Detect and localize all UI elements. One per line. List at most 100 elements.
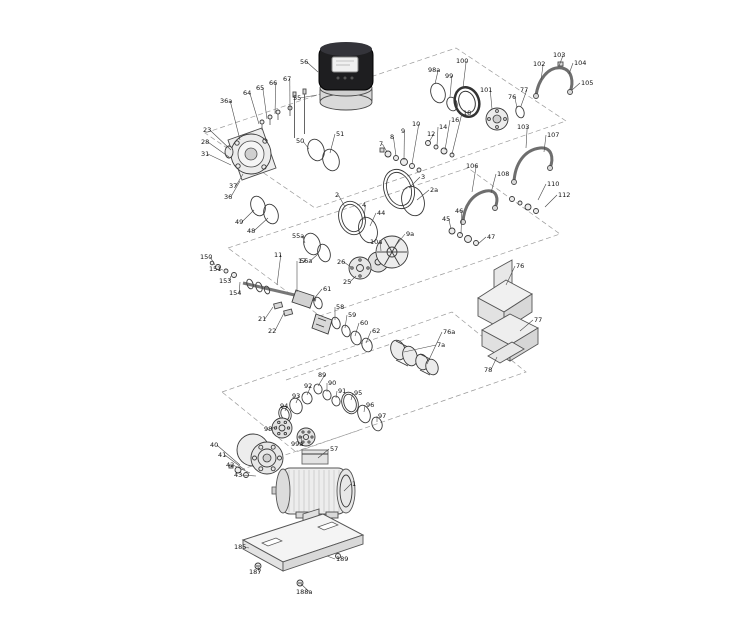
part-callout: 64 bbox=[243, 89, 251, 97]
leader-line bbox=[329, 133, 336, 154]
part-callout: 23 bbox=[203, 126, 211, 134]
leader-line bbox=[300, 583, 310, 593]
leader-line bbox=[270, 425, 278, 430]
leader-line bbox=[393, 136, 397, 157]
leader-line bbox=[300, 435, 303, 445]
part-callout: 106 bbox=[466, 162, 478, 170]
terminal-box bbox=[301, 449, 329, 465]
part-callout: 104 bbox=[574, 59, 586, 67]
part-callout: 98a bbox=[428, 66, 440, 74]
leader-line bbox=[436, 126, 439, 147]
part-callout: 2a bbox=[430, 186, 438, 194]
part-callout: 154 bbox=[229, 289, 241, 297]
leader-line bbox=[426, 331, 443, 365]
part-callout: 60 bbox=[360, 319, 368, 327]
leader-line bbox=[219, 268, 224, 271]
leader-line bbox=[216, 444, 241, 466]
leader-line bbox=[302, 140, 310, 150]
leader-line bbox=[274, 312, 285, 332]
leader-line bbox=[379, 241, 382, 252]
leader-line bbox=[540, 63, 544, 81]
leader-line bbox=[306, 61, 319, 73]
part-callout: 28 bbox=[201, 138, 209, 146]
part-callout: 58 bbox=[336, 303, 344, 311]
coupling-disc bbox=[367, 235, 409, 273]
part-callout: 41 bbox=[218, 451, 226, 459]
motor-flange bbox=[228, 433, 284, 478]
leader-line bbox=[309, 253, 319, 262]
part-callout: 7a bbox=[437, 341, 445, 349]
part-callout: 18 bbox=[463, 109, 471, 117]
part-callout: 107 bbox=[547, 131, 559, 139]
part-callout: 56a bbox=[300, 257, 312, 265]
part-callout: 96 bbox=[366, 401, 374, 409]
part-callout: 11 bbox=[274, 251, 282, 259]
leader-line bbox=[408, 176, 421, 189]
part-callout: 46 bbox=[455, 207, 463, 215]
part-callout: 50 bbox=[296, 137, 304, 145]
leader-line bbox=[434, 69, 439, 85]
leader-line bbox=[568, 62, 574, 75]
leader-line bbox=[490, 173, 497, 194]
part-callout: 14 bbox=[439, 123, 447, 131]
screw-set bbox=[259, 105, 293, 130]
part-callout: 91 bbox=[338, 387, 346, 395]
leader-line bbox=[249, 92, 260, 125]
fitting-stack-d bbox=[509, 196, 539, 214]
leader-line bbox=[382, 143, 388, 153]
shaft-sleeve bbox=[390, 339, 418, 367]
leader-line bbox=[274, 82, 277, 115]
part-callout: 40 bbox=[210, 441, 218, 449]
leader-line bbox=[416, 189, 430, 201]
leader-line bbox=[344, 314, 348, 329]
part-callout: 17 bbox=[298, 257, 306, 265]
leader-line bbox=[317, 374, 326, 387]
part-callout: 45 bbox=[442, 215, 450, 223]
part-callout: 2 bbox=[335, 191, 339, 199]
leader-line bbox=[520, 89, 528, 107]
part-callout: 103 bbox=[553, 51, 565, 59]
part-callout: 59 bbox=[348, 311, 356, 319]
drive-unit bbox=[318, 42, 374, 111]
part-callout: 37 bbox=[229, 182, 237, 190]
leader-line bbox=[299, 94, 318, 99]
part-callout: 150 bbox=[200, 253, 212, 261]
part-callout: 76 bbox=[516, 262, 524, 270]
part-callout: 43 bbox=[234, 471, 242, 479]
sensor-pipe-low bbox=[460, 189, 499, 225]
long-bolt-set bbox=[292, 88, 307, 138]
part-callout: 31 bbox=[201, 150, 209, 158]
part-callout: 67 bbox=[283, 75, 291, 83]
leader-line bbox=[451, 112, 463, 155]
leader-line bbox=[312, 288, 323, 301]
part-callout: 94 bbox=[280, 402, 288, 410]
leader-line bbox=[514, 96, 518, 109]
part-callout: 10 bbox=[412, 120, 420, 128]
leader-line bbox=[460, 210, 463, 235]
leader-line bbox=[411, 123, 420, 165]
part-callout: 22 bbox=[268, 327, 276, 335]
fitting-stack-a bbox=[379, 147, 422, 173]
leader-line bbox=[244, 546, 250, 549]
leader-line bbox=[462, 60, 467, 89]
pump-head bbox=[224, 127, 277, 181]
part-callout: 21 bbox=[258, 315, 266, 323]
part-callout: 9 bbox=[401, 127, 405, 135]
leader-line bbox=[343, 483, 352, 492]
part-callout: 108 bbox=[497, 170, 509, 178]
part-callout: 12 bbox=[427, 130, 435, 138]
leader-line bbox=[558, 54, 564, 67]
sensor-pipe-top bbox=[533, 61, 574, 99]
mounting-bracket bbox=[477, 259, 539, 364]
leader-line bbox=[335, 390, 338, 399]
part-callout: 95 bbox=[354, 389, 362, 397]
fitting-stack-b bbox=[425, 140, 455, 158]
part-callout: 49 bbox=[235, 218, 243, 226]
part-callout: 4 bbox=[362, 201, 366, 209]
leader-line bbox=[519, 319, 534, 332]
sensor-pipe-mid bbox=[511, 146, 554, 185]
part-callout: 78 bbox=[484, 366, 492, 374]
leader-line bbox=[264, 306, 274, 320]
leader-line bbox=[228, 275, 232, 282]
part-callout: 187 bbox=[249, 568, 261, 576]
